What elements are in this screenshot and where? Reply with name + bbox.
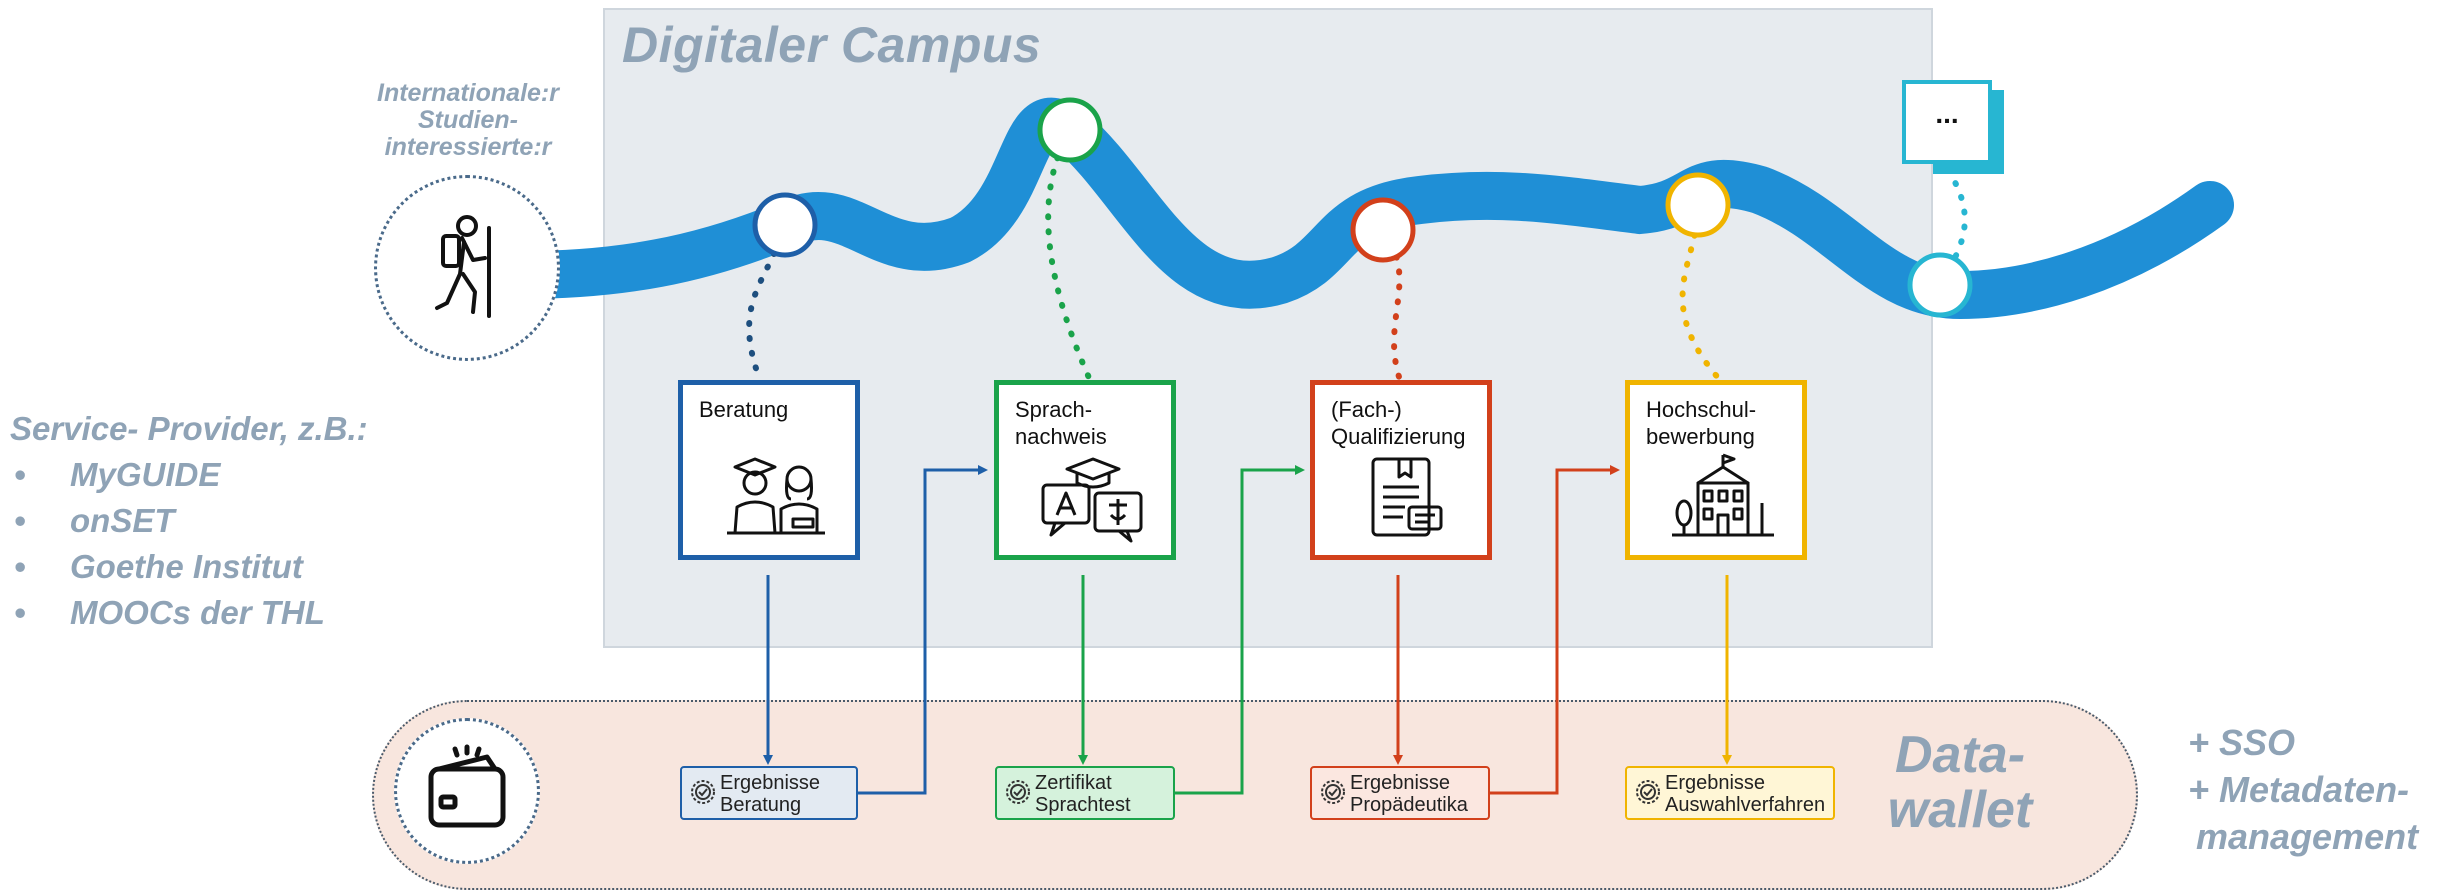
student-label: Internationale:r Studien- interessierte:… (348, 80, 588, 161)
step-label: Beratung (699, 397, 859, 424)
certificate-badge-icon (1636, 780, 1660, 804)
result-line: Auswahlverfahren (1665, 794, 1826, 816)
step-label: Hochschul- bewerbung (1646, 397, 1806, 451)
student-label-line-2: Studien- (418, 106, 518, 134)
step-label-line: Hochschul- (1646, 397, 1757, 422)
provider-item: onSET (10, 498, 368, 544)
node-application (1665, 172, 1731, 238)
result-counseling: Ergebnisse Beratung (680, 766, 858, 820)
step-card-qualification: (Fach-) Qualifizierung (1310, 380, 1507, 575)
result-line: Propädeutika (1350, 794, 1468, 816)
certificate-badge-icon (1321, 780, 1345, 804)
extras-list: + SSO + Metadaten- management (2188, 720, 2418, 860)
step-label-line: Sprach- (1015, 397, 1093, 422)
step-label-line: Qualifizierung (1331, 423, 1466, 449)
digital-campus-title: Digitaler Campus (622, 17, 1042, 73)
step-label-line: nachweis (1015, 423, 1107, 449)
arrow-result2-to-qualification (1175, 465, 1305, 795)
provider-item: MOOCs der THL (10, 590, 368, 636)
result-text: Zertifikat Sprachtest (1035, 772, 1131, 816)
certificate-badge-icon (691, 780, 715, 804)
step-label: Sprach- nachweis (1015, 397, 1175, 451)
connector-dotted-blue (746, 222, 788, 383)
arrow-result1-to-language (858, 465, 988, 795)
datawallet-title: Data- wallet (1880, 728, 2040, 837)
certificate-badge-icon (1006, 780, 1030, 804)
step-card-counseling: Beratung (678, 380, 875, 575)
result-qualification: Ergebnisse Propädeutika (1310, 766, 1490, 820)
language-icon (1041, 457, 1143, 543)
result-text: Ergebnisse Beratung (720, 772, 820, 816)
step-card-application: Hochschul- bewerbung (1625, 380, 1822, 575)
result-text: Ergebnisse Auswahlverfahren (1665, 772, 1825, 816)
student-label-line-3: interessierte:r (384, 133, 552, 161)
connector-dotted-red (1380, 227, 1403, 383)
provider-item: Goethe Institut (10, 544, 368, 590)
extras-line: + Metadaten- (2188, 768, 2410, 810)
datawallet-title-line: wallet (1887, 780, 2033, 839)
node-counseling (752, 192, 818, 258)
service-provider-list: Service- Provider, z.B.: MyGUIDE onSET G… (10, 410, 368, 636)
result-line: Ergebnisse (720, 772, 821, 794)
extras-line: + SSO (2188, 722, 2296, 763)
arrow-result3-to-application (1490, 465, 1620, 795)
service-provider-title: Service- Provider, z.B.: (10, 410, 368, 447)
node-more (1907, 252, 1973, 318)
extras-line: management (2196, 815, 2419, 857)
result-line: Zertifikat (1035, 772, 1112, 794)
step-card-language: Sprach- nachweis (994, 380, 1191, 575)
node-language (1037, 97, 1103, 163)
hiker-icon (435, 215, 491, 318)
wallet-circle (394, 718, 540, 864)
node-qualification (1350, 197, 1416, 263)
step-label: (Fach-) Qualifizierung (1331, 397, 1491, 451)
more-steps-box: ... (1902, 80, 2004, 174)
step-label-line: (Fach-) (1331, 397, 1402, 422)
qualification-icon (1371, 457, 1443, 537)
step-label-line: bewerbung (1646, 423, 1755, 449)
connector-dotted-yellow (1679, 202, 1723, 383)
result-application: Ergebnisse Auswahlverfahren (1625, 766, 1835, 820)
result-text: Ergebnisse Propädeutika (1350, 772, 1468, 816)
step-label-line: Beratung (699, 397, 789, 422)
university-icon (1672, 453, 1774, 537)
counseling-icon (727, 457, 825, 535)
result-line: Ergebnisse (1665, 772, 1766, 794)
provider-item: MyGUIDE (10, 452, 368, 498)
wallet-icon (428, 744, 506, 828)
journey-path (496, 97, 2234, 320)
result-line: Sprachtest (1035, 794, 1131, 816)
student-label-line-1: Internationale:r (377, 79, 559, 107)
student-circle (374, 175, 560, 361)
result-line: Ergebnisse (1350, 772, 1451, 794)
datawallet-title-line: Data- (1894, 726, 2026, 784)
result-line: Beratung (720, 794, 802, 816)
result-language: Zertifikat Sprachtest (995, 766, 1175, 820)
more-label: ... (1935, 98, 1959, 129)
connector-dotted-teal (1937, 167, 1968, 288)
